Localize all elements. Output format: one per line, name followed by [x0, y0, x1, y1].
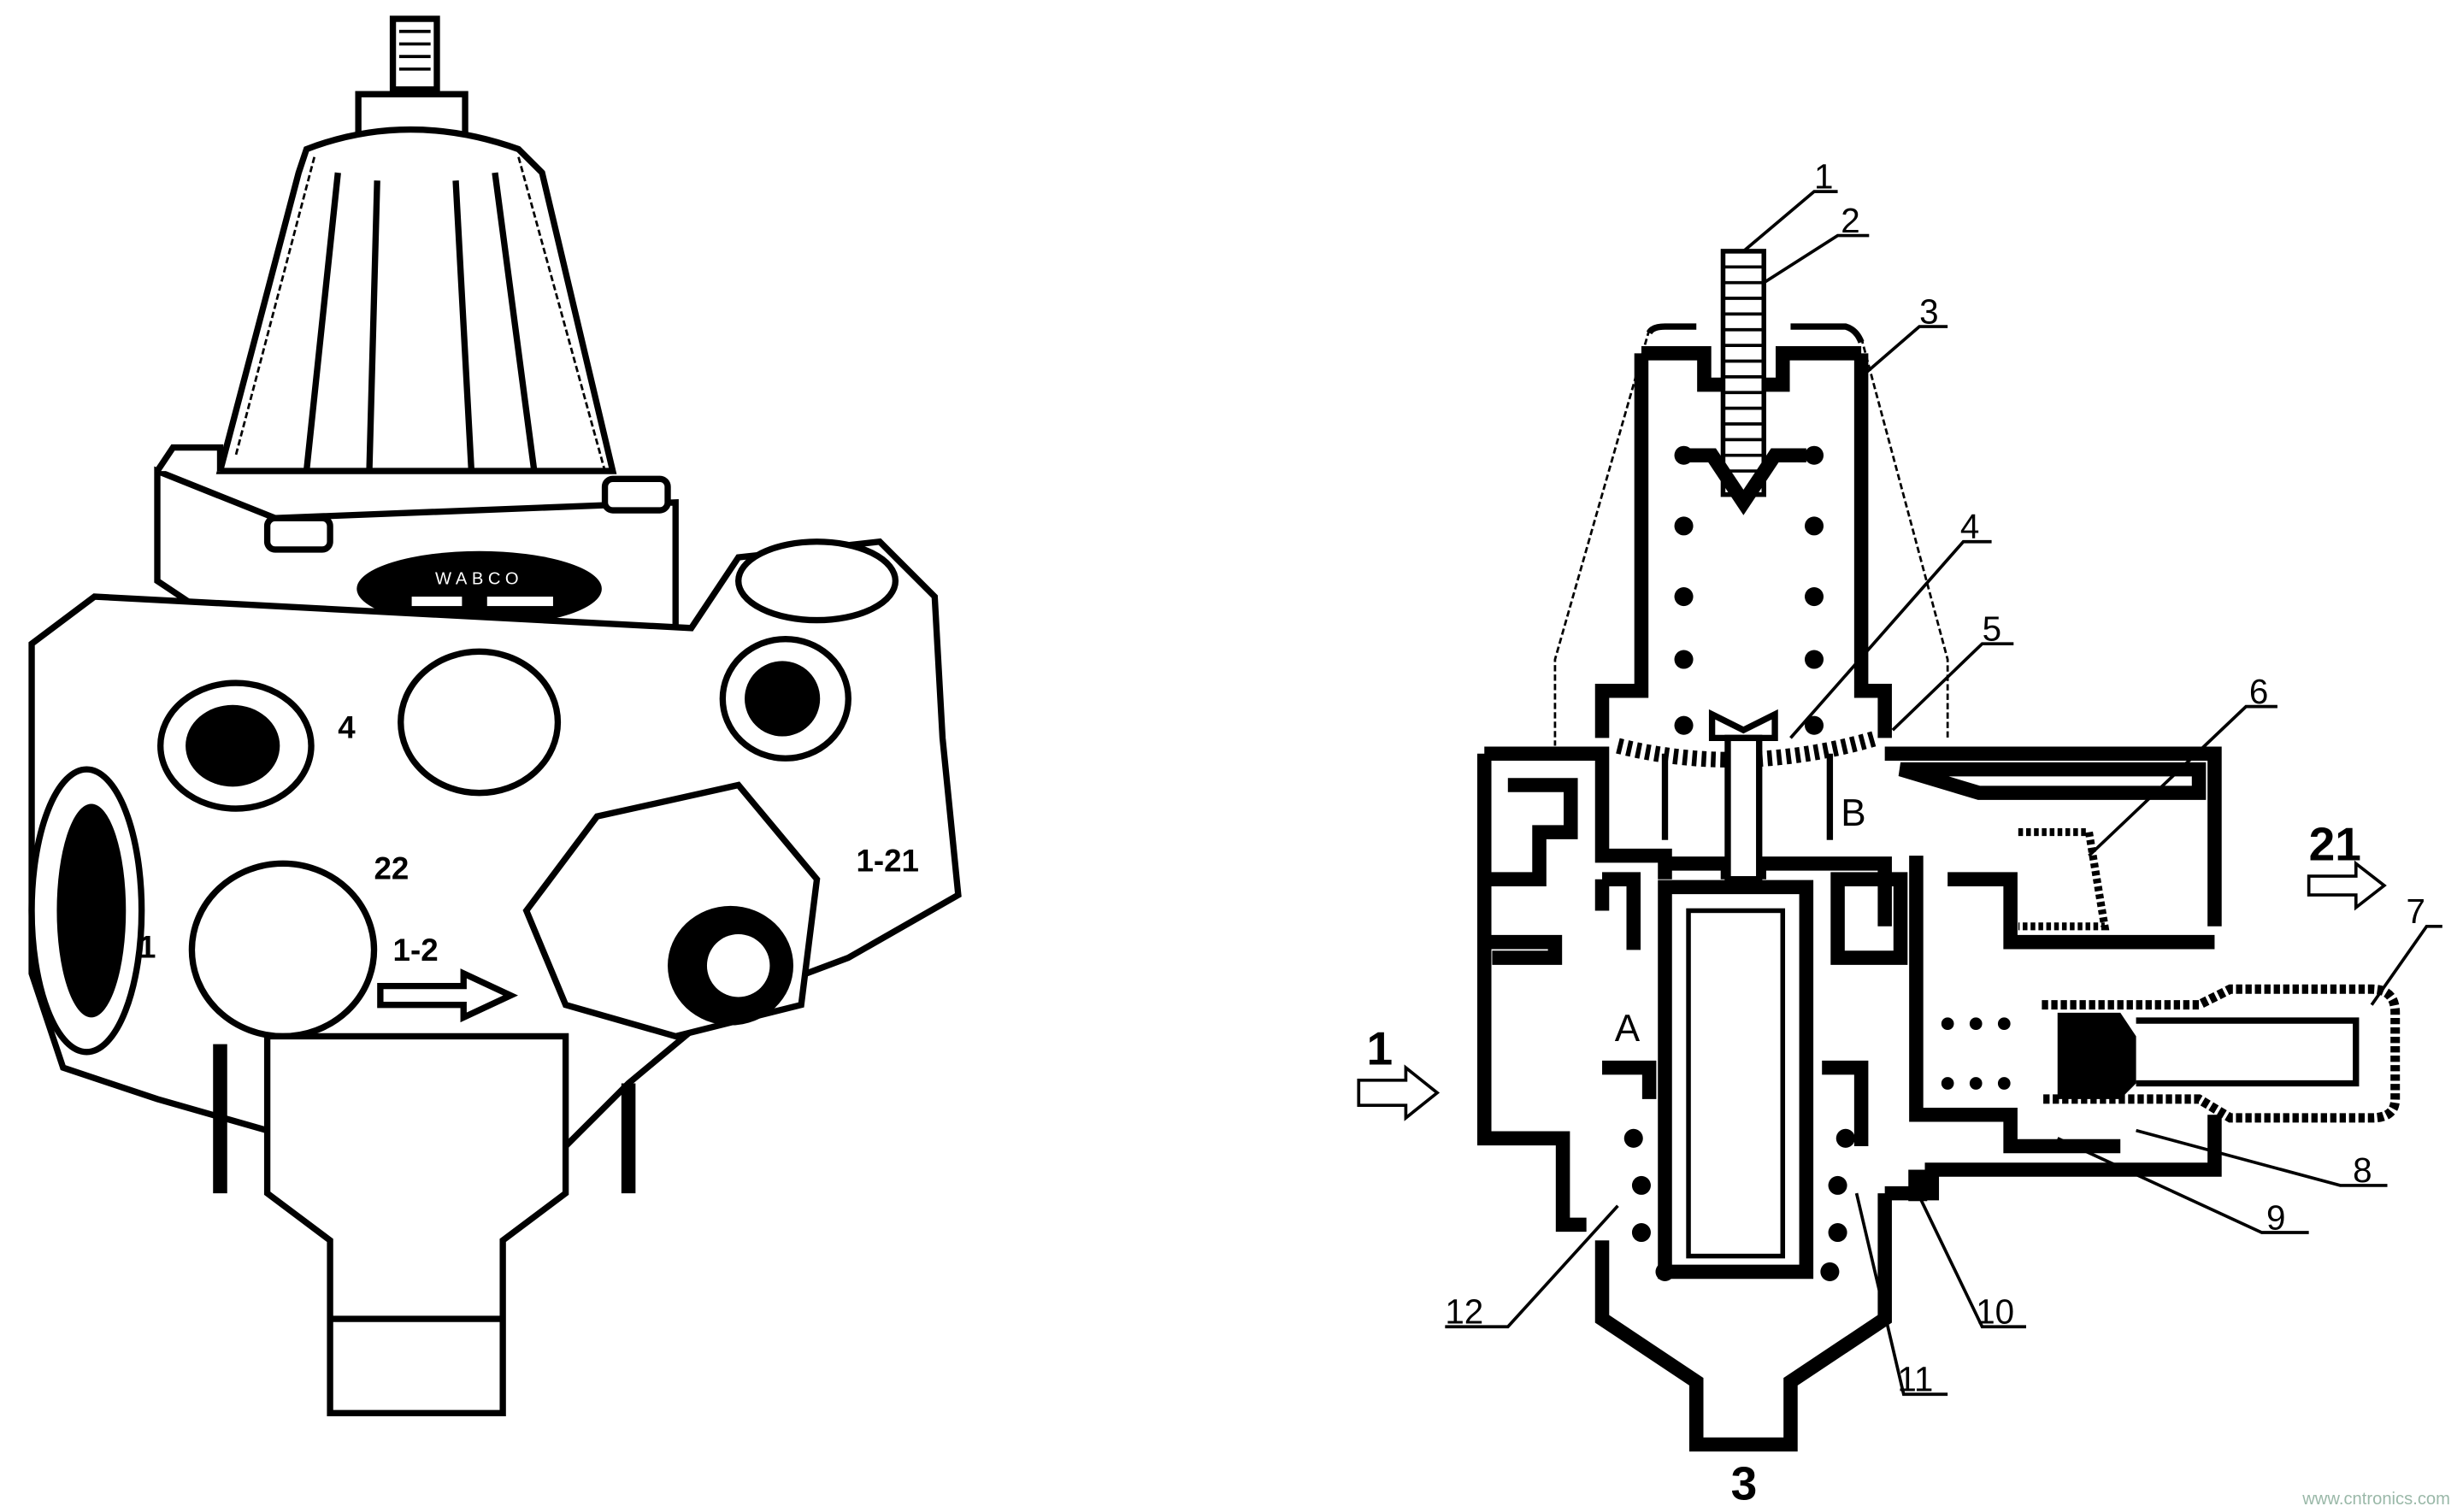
- port-label-outlet: 21: [2309, 818, 2361, 871]
- part-label-2: 2: [1841, 201, 1859, 240]
- check-valve: [2018, 828, 2110, 931]
- brand-plate-text: WABCO: [435, 569, 523, 588]
- port-mark-4: 4: [338, 709, 356, 744]
- port-label-inlet: 1: [1366, 1021, 1393, 1074]
- part-label-7: 7: [2407, 891, 2425, 931]
- part-label-8: 8: [2353, 1150, 2372, 1190]
- diaphragm: [1616, 730, 1880, 768]
- part-label-10: 10: [1976, 1292, 2014, 1332]
- chamber-label-a: A: [1615, 1008, 1641, 1050]
- valve-perspective-drawing: WABCO 4 22 1 1-2 1-21: [28, 15, 962, 1416]
- adjusting-screw: [1720, 249, 1766, 497]
- lower-plug: [188, 860, 378, 1040]
- plug-22: [398, 648, 562, 797]
- part-label-4: 4: [1960, 507, 1979, 546]
- part-label-6: 6: [2249, 672, 2268, 711]
- port-label-exhaust: 3: [1731, 1456, 1758, 1509]
- spring-cap: [215, 126, 617, 474]
- part-label-9: 9: [2266, 1197, 2285, 1237]
- port-mark-1-21: 1-21: [856, 844, 919, 879]
- relay-piston: [1658, 880, 1814, 1280]
- adjusting-stud: [389, 15, 440, 93]
- port-mark-1: 1: [138, 930, 156, 965]
- port-mark-1-2: 1-2: [393, 932, 439, 968]
- control-spring: [1674, 445, 1824, 735]
- return-spring: [1623, 1128, 1855, 1281]
- outlet-arrow: [2307, 860, 2387, 911]
- part-label-3: 3: [1919, 291, 1938, 331]
- part-label-1: 1: [1814, 156, 1833, 196]
- part-label-12: 12: [1445, 1292, 1483, 1332]
- valve-section-drawing: 1 2 3 4 5 6 7 8 9 10 11 12 A B 1 21 3: [1357, 156, 2442, 1509]
- inlet-arrow: [1357, 1064, 1441, 1121]
- part-label-11: 11: [1897, 1360, 1933, 1399]
- chamber-label-b: B: [1841, 792, 1865, 834]
- exhaust-stem: [263, 1033, 569, 1416]
- brand-plate: [356, 550, 602, 627]
- port-mark-22: 22: [374, 851, 410, 886]
- exhaust-housing: [1594, 1193, 1892, 1452]
- part-label-5: 5: [1983, 609, 2001, 648]
- watermark: www.cntronics.com: [2301, 1490, 2450, 1509]
- leader-lines: [1445, 190, 2442, 1397]
- spring-housing: [1594, 353, 1892, 738]
- top-port-boss: [735, 538, 899, 624]
- flow-arrow: [377, 968, 519, 1023]
